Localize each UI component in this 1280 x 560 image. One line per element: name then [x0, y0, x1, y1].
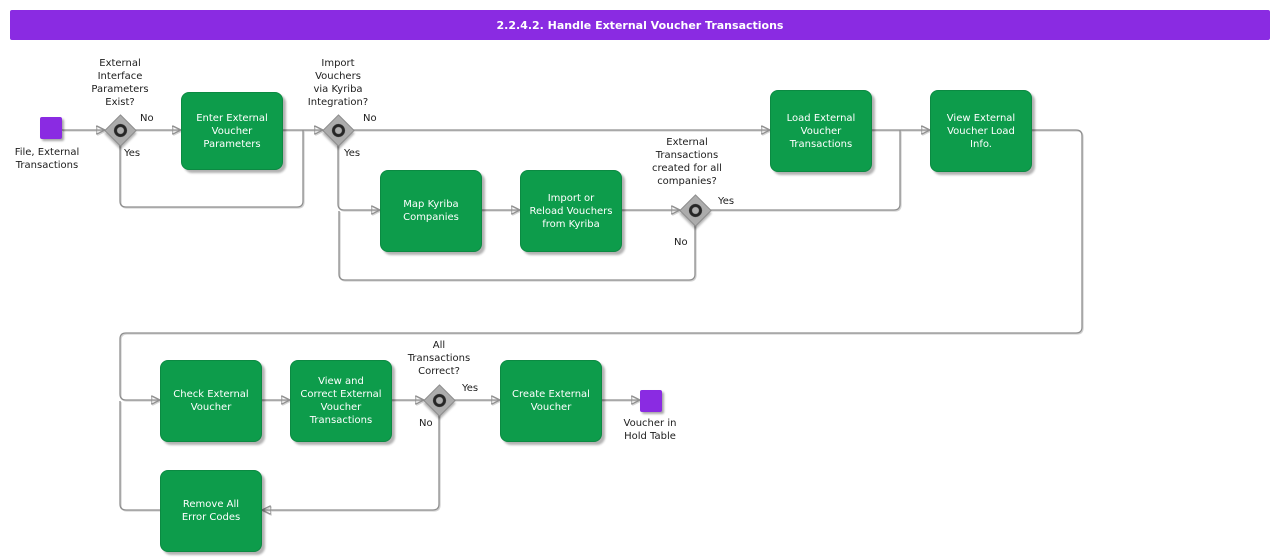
start-node-label: File, External Transactions [14, 147, 80, 171]
start-node [40, 117, 62, 139]
activity-map-kyriba-companies[interactable]: Map Kyriba Companies [380, 170, 482, 252]
decision-ring-icon [111, 121, 130, 140]
edge-d4-no-to-remove [262, 415, 440, 510]
decision-ring-icon [329, 121, 348, 140]
diagram-title-bar: 2.2.4.2. Handle External Voucher Transac… [10, 10, 1270, 40]
decision-ring-icon [686, 201, 705, 220]
decision-question-d2: Import Vouchers via Kyriba Integration? [307, 58, 369, 108]
edge-d3-yes-merge [710, 130, 901, 211]
edge-view-to-check [119, 129, 1083, 400]
activity-load-external-voucher-transactions[interactable]: Load External Voucher Transactions [770, 90, 872, 172]
decision-ring-icon [430, 391, 449, 410]
edge-label-d4-yes: Yes [462, 383, 479, 394]
edge-d3-no-loop [338, 211, 696, 281]
edge-d1-yes-bypass [119, 130, 304, 208]
edge-d2-yes-to-map [337, 145, 380, 210]
edge-label-d2-yes: Yes [344, 148, 361, 159]
activity-remove-all-error-codes[interactable]: Remove All Error Codes [160, 470, 262, 552]
end-node [640, 390, 662, 412]
activity-create-external-voucher[interactable]: Create External Voucher [500, 360, 602, 442]
activity-enter-external-voucher-parameters[interactable]: Enter External Voucher Parameters [181, 92, 283, 170]
activity-view-external-voucher-load-info[interactable]: View External Voucher Load Info. [930, 90, 1032, 172]
activity-check-external-voucher[interactable]: Check External Voucher [160, 360, 262, 442]
activity-view-correct-external-voucher-transactions[interactable]: View and Correct External Voucher Transa… [290, 360, 392, 442]
decision-question-d4: All Transactions Correct? [407, 340, 471, 377]
edge-label-d3-no: No [674, 237, 688, 248]
edge-label-d2-no: No [363, 113, 377, 124]
edge-label-d4-no: No [419, 418, 433, 429]
edge-label-d3-yes: Yes [718, 196, 735, 207]
edge-label-d1-no: No [140, 113, 154, 124]
activity-import-reload-vouchers[interactable]: Import or Reload Vouchers from Kyriba [520, 170, 622, 252]
edge-remove-loop-to-check [119, 401, 160, 511]
decision-question-d1: External Interface Parameters Exist? [91, 58, 149, 108]
edge-label-d1-yes: Yes [124, 148, 141, 159]
decision-question-d3: External Transactions created for all co… [652, 137, 722, 187]
end-node-label: Voucher in Hold Table [623, 418, 677, 442]
